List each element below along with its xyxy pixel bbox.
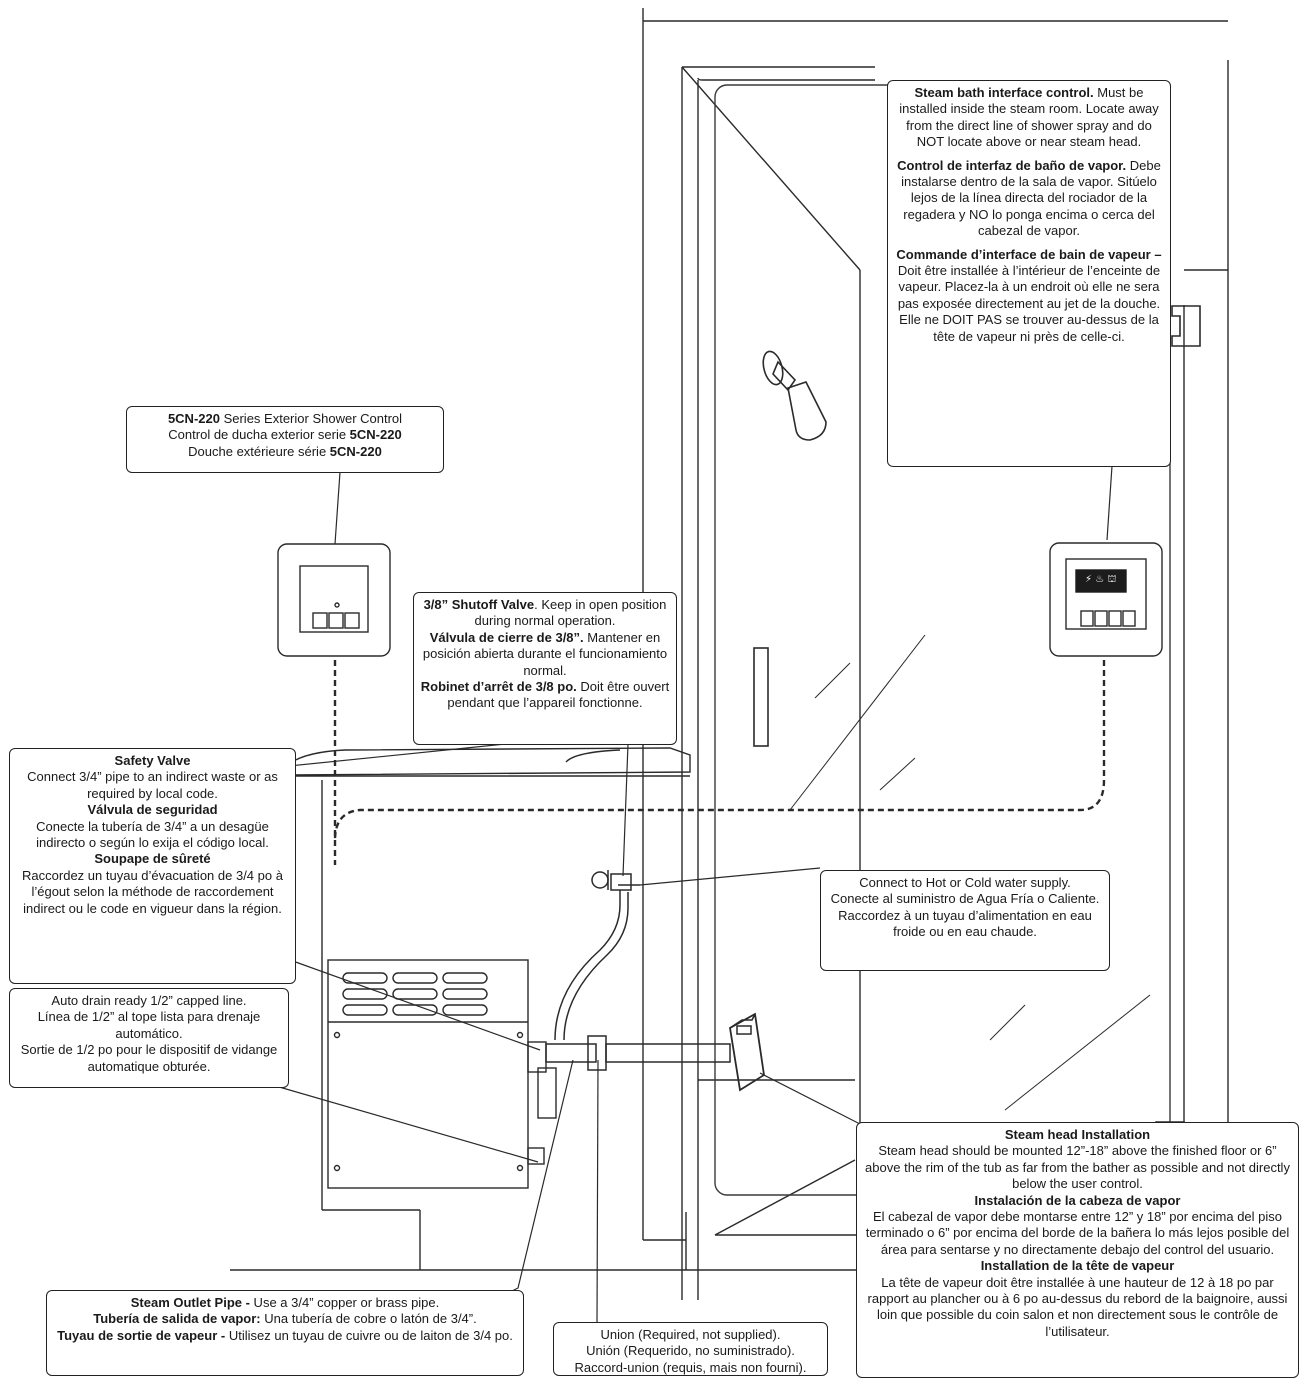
callout-interface-control: Steam bath interface control. Must be in…: [887, 80, 1171, 467]
callout-water-supply: Connect to Hot or Cold water supply. Con…: [820, 870, 1110, 971]
interface-control-device: [1049, 542, 1163, 657]
callout-steam-head: Steam head Installation Steam head shoul…: [856, 1122, 1299, 1378]
exterior-control-device: [277, 543, 391, 657]
steam-outlet-pipe: [545, 1012, 765, 1092]
steam-generator: [327, 959, 557, 1189]
control-cable-dashed: [333, 660, 1106, 865]
callout-exterior-control: 5CN-220 Series Exterior Shower Control C…: [126, 406, 444, 473]
water-supply-line: [554, 870, 640, 1041]
callout-outlet-pipe: Steam Outlet Pipe - Use a 3/4” copper or…: [46, 1290, 524, 1376]
shower-head-icon: [762, 350, 827, 441]
display-icon: ⚡ ♨ ⛫: [1085, 574, 1117, 585]
callout-shutoff-valve: 3/8” Shutoff Valve. Keep in open positio…: [413, 592, 677, 745]
callout-safety-valve: Safety Valve Connect 3/4” pipe to an ind…: [9, 748, 296, 984]
callout-auto-drain: Auto drain ready 1/2” capped line. Línea…: [9, 988, 289, 1088]
callout-union: Union (Required, not supplied). Unión (R…: [553, 1322, 828, 1376]
